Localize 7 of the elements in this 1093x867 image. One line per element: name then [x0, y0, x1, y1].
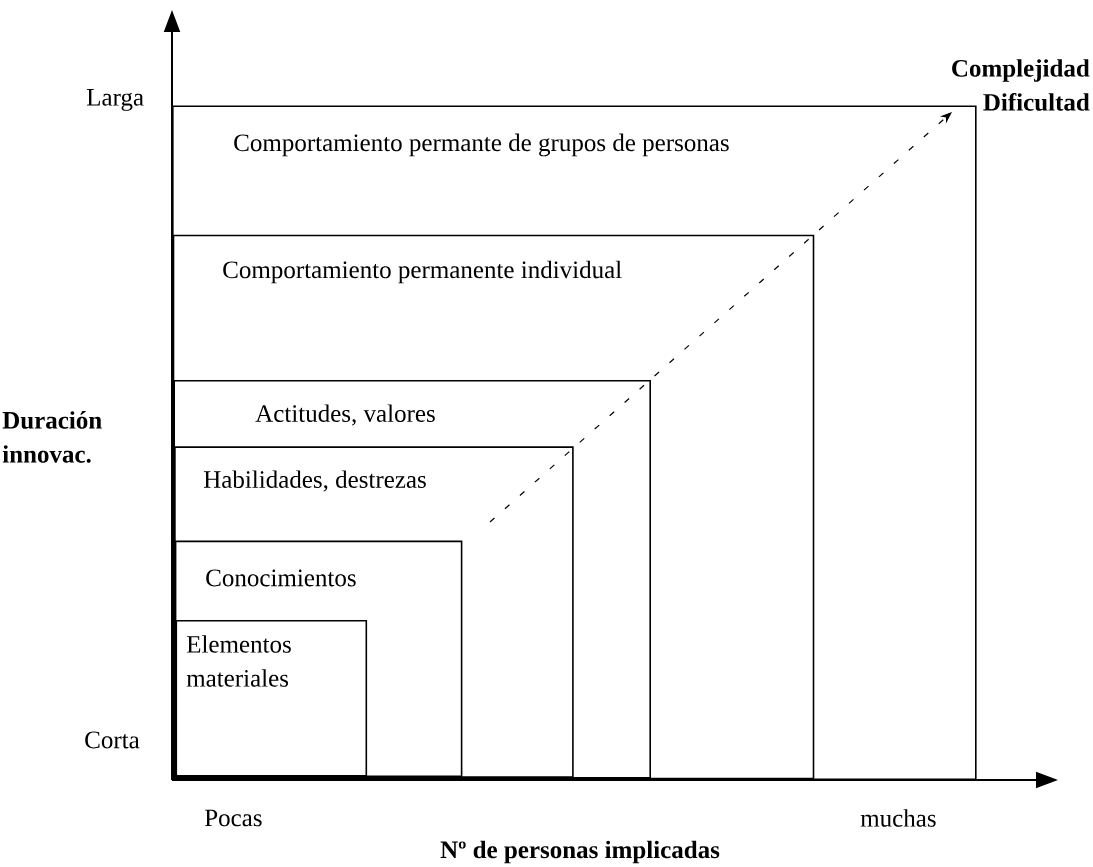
axis-label: muchas: [860, 809, 936, 827]
axis-label: Nº de personas implicadas: [440, 840, 720, 864]
nested-box: Elementos materiales: [175, 619, 368, 777]
axis-label: Duración innovac.: [2, 411, 102, 463]
axis-label: Pocas: [204, 809, 262, 827]
axis-label: Corta: [85, 731, 140, 749]
axis-label: Larga: [86, 89, 144, 111]
